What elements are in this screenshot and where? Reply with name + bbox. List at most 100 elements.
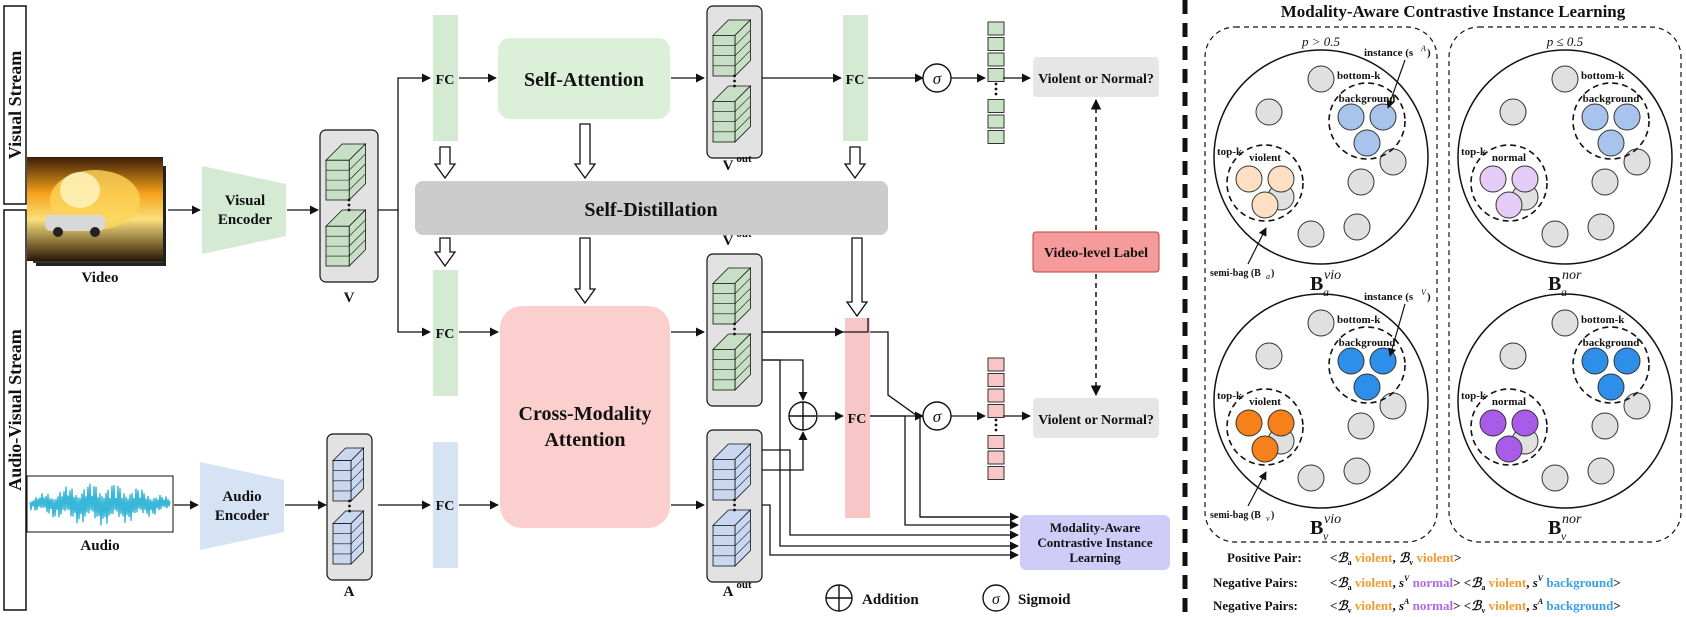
svg-text:σ: σ — [933, 407, 942, 426]
score-column-top — [987, 21, 1005, 144]
svg-text:): ) — [1271, 510, 1274, 521]
condition-left: p > 0.5 — [1301, 34, 1341, 49]
normal-group-frame — [1448, 26, 1682, 543]
svg-text:V: V — [723, 158, 734, 174]
svg-text:top-k: top-k — [1461, 146, 1487, 158]
negative-pairs-row-1: Negative Pairs: <ℬa violent, sV normal> … — [1213, 574, 1621, 592]
cross-modality-attention-block: Cross-Modality Attention — [500, 306, 670, 528]
svg-text:FC: FC — [848, 412, 867, 427]
fc-audio: FC — [433, 442, 458, 568]
svg-text:bottom-k: bottom-k — [1337, 70, 1381, 82]
svg-text:Learning: Learning — [1069, 550, 1121, 565]
svg-text:vio: vio — [1324, 512, 1341, 527]
svg-text:Positive Pair:: Positive Pair: — [1227, 550, 1302, 565]
svg-text:Sigmoid: Sigmoid — [1018, 592, 1071, 608]
fc-visual-mid: FC — [433, 270, 458, 396]
svg-text:Attention: Attention — [544, 429, 625, 451]
svg-text:violent: violent — [1249, 396, 1281, 408]
svg-text:FC: FC — [436, 73, 455, 88]
svg-text:top-k: top-k — [1217, 146, 1243, 158]
svg-text:FC: FC — [846, 73, 865, 88]
v-out-stack-top — [706, 5, 763, 159]
visual-stream-label: Visual Stream — [3, 5, 27, 205]
output-top: Violent or Normal? — [1033, 57, 1159, 97]
svg-text:nor: nor — [1562, 512, 1582, 527]
svg-text:background: background — [1583, 93, 1640, 105]
svg-text:top-k: top-k — [1217, 390, 1243, 402]
semi-bag-v-annotation: semi-bag (B v ) — [1210, 471, 1274, 523]
self-attention-block: Self-Attention — [498, 38, 670, 119]
svg-text:B: B — [1310, 273, 1323, 295]
svg-text:Modality-Aware: Modality-Aware — [1050, 520, 1141, 535]
semi-bag-a-annotation: semi-bag (B a ) — [1210, 227, 1274, 281]
svg-text:B: B — [1548, 517, 1561, 539]
svg-text:): ) — [1427, 291, 1431, 303]
fc-visual-out: FC — [843, 15, 868, 141]
svg-text:B: B — [1548, 273, 1561, 295]
hollow-arrow-sd-to-cma — [573, 237, 597, 305]
bag-label-v-nor: B v nor — [1548, 512, 1582, 543]
svg-text:a: a — [1323, 285, 1329, 299]
hollow-arrows — [433, 123, 869, 318]
svg-text:Violent or Normal?: Violent or Normal? — [1038, 413, 1154, 428]
condition-right: p ≤ 0.5 — [1546, 34, 1584, 49]
svg-text:background: background — [1583, 337, 1640, 349]
svg-text:Addition: Addition — [862, 592, 919, 608]
svg-text:Cross-Modality: Cross-Modality — [519, 403, 652, 425]
legend-addition: Addition — [825, 584, 919, 612]
svg-text:Encoder: Encoder — [218, 212, 273, 228]
svg-text:a: a — [1266, 272, 1270, 281]
video-label: Video — [82, 270, 119, 286]
bag-label-a-nor: B a nor — [1548, 268, 1582, 299]
svg-text:vio: vio — [1324, 268, 1341, 283]
svg-text:<ℬa violent, ℬv violent>: <ℬa violent, ℬv violent> — [1330, 550, 1461, 567]
svg-text:Encoder: Encoder — [215, 508, 270, 524]
svg-text:instance (s: instance (s — [1364, 47, 1414, 59]
svg-text:Audio: Audio — [222, 489, 261, 505]
v-feature-label: V — [344, 290, 355, 306]
video-thumbnail — [27, 157, 166, 266]
v-out-stack-mid — [706, 253, 763, 407]
hollow-arrow-sd-to-fcfused — [845, 237, 869, 318]
legend-sigmoid: σ Sigmoid — [982, 584, 1071, 612]
bags: background bottom-k violent top-k background… — [1213, 49, 1673, 509]
fc-visual-top: FC — [433, 15, 458, 141]
bag-label-v-vio: B v vio — [1310, 512, 1341, 543]
hollow-arrow-sa-to-sd — [573, 123, 597, 180]
audio-waveform — [26, 475, 174, 533]
svg-text:v: v — [1561, 529, 1567, 543]
addition-node — [788, 401, 818, 431]
audio-visual-stream-label: Audio-Visual Stream — [3, 209, 27, 611]
instance-v-annotation: instance (s V ) — [1364, 288, 1431, 357]
svg-text:nor: nor — [1562, 268, 1582, 283]
svg-text:bottom-k: bottom-k — [1581, 314, 1625, 326]
sigmoid-bottom: σ — [922, 401, 952, 431]
svg-text:instance (s: instance (s — [1364, 291, 1414, 303]
hollow-arrow-sd-to-fc — [433, 237, 457, 268]
svg-text:): ) — [1427, 47, 1431, 59]
positive-pair-row: Positive Pair: <ℬa violent, ℬv violent> — [1227, 550, 1461, 567]
svg-text:Video-level Label: Video-level Label — [1044, 246, 1148, 261]
panel-title: Modality-Aware Contrastive Instance Lear… — [1281, 2, 1626, 21]
bag-label-a-vio: B a vio — [1310, 268, 1341, 299]
svg-text:Negative Pairs:: Negative Pairs: — [1213, 575, 1298, 590]
svg-text:out: out — [736, 579, 752, 591]
svg-text:a: a — [1561, 285, 1567, 299]
svg-text:semi-bag (B: semi-bag (B — [1210, 268, 1261, 279]
svg-text:σ: σ — [933, 69, 942, 88]
svg-text:Negative Pairs:: Negative Pairs: — [1213, 598, 1298, 613]
violent-group-frame — [1204, 26, 1438, 543]
svg-text:<ℬv violent, sA normal> <ℬv v: <ℬv violent, sA normal> <ℬv violent, sA … — [1330, 597, 1621, 615]
v-feature-stack — [319, 129, 379, 283]
svg-text:Audio-Visual Stream: Audio-Visual Stream — [5, 329, 25, 491]
svg-text:A: A — [723, 584, 734, 600]
svg-text:V: V — [723, 233, 734, 249]
svg-text:Visual Stream: Visual Stream — [5, 51, 25, 160]
svg-text:Self-Attention: Self-Attention — [524, 69, 644, 91]
svg-text:bottom-k: bottom-k — [1581, 70, 1625, 82]
svg-text:): ) — [1271, 268, 1274, 279]
svg-text:FC: FC — [436, 327, 455, 342]
output-bottom: Violent or Normal? — [1033, 398, 1159, 438]
a-out-stack — [706, 429, 763, 583]
